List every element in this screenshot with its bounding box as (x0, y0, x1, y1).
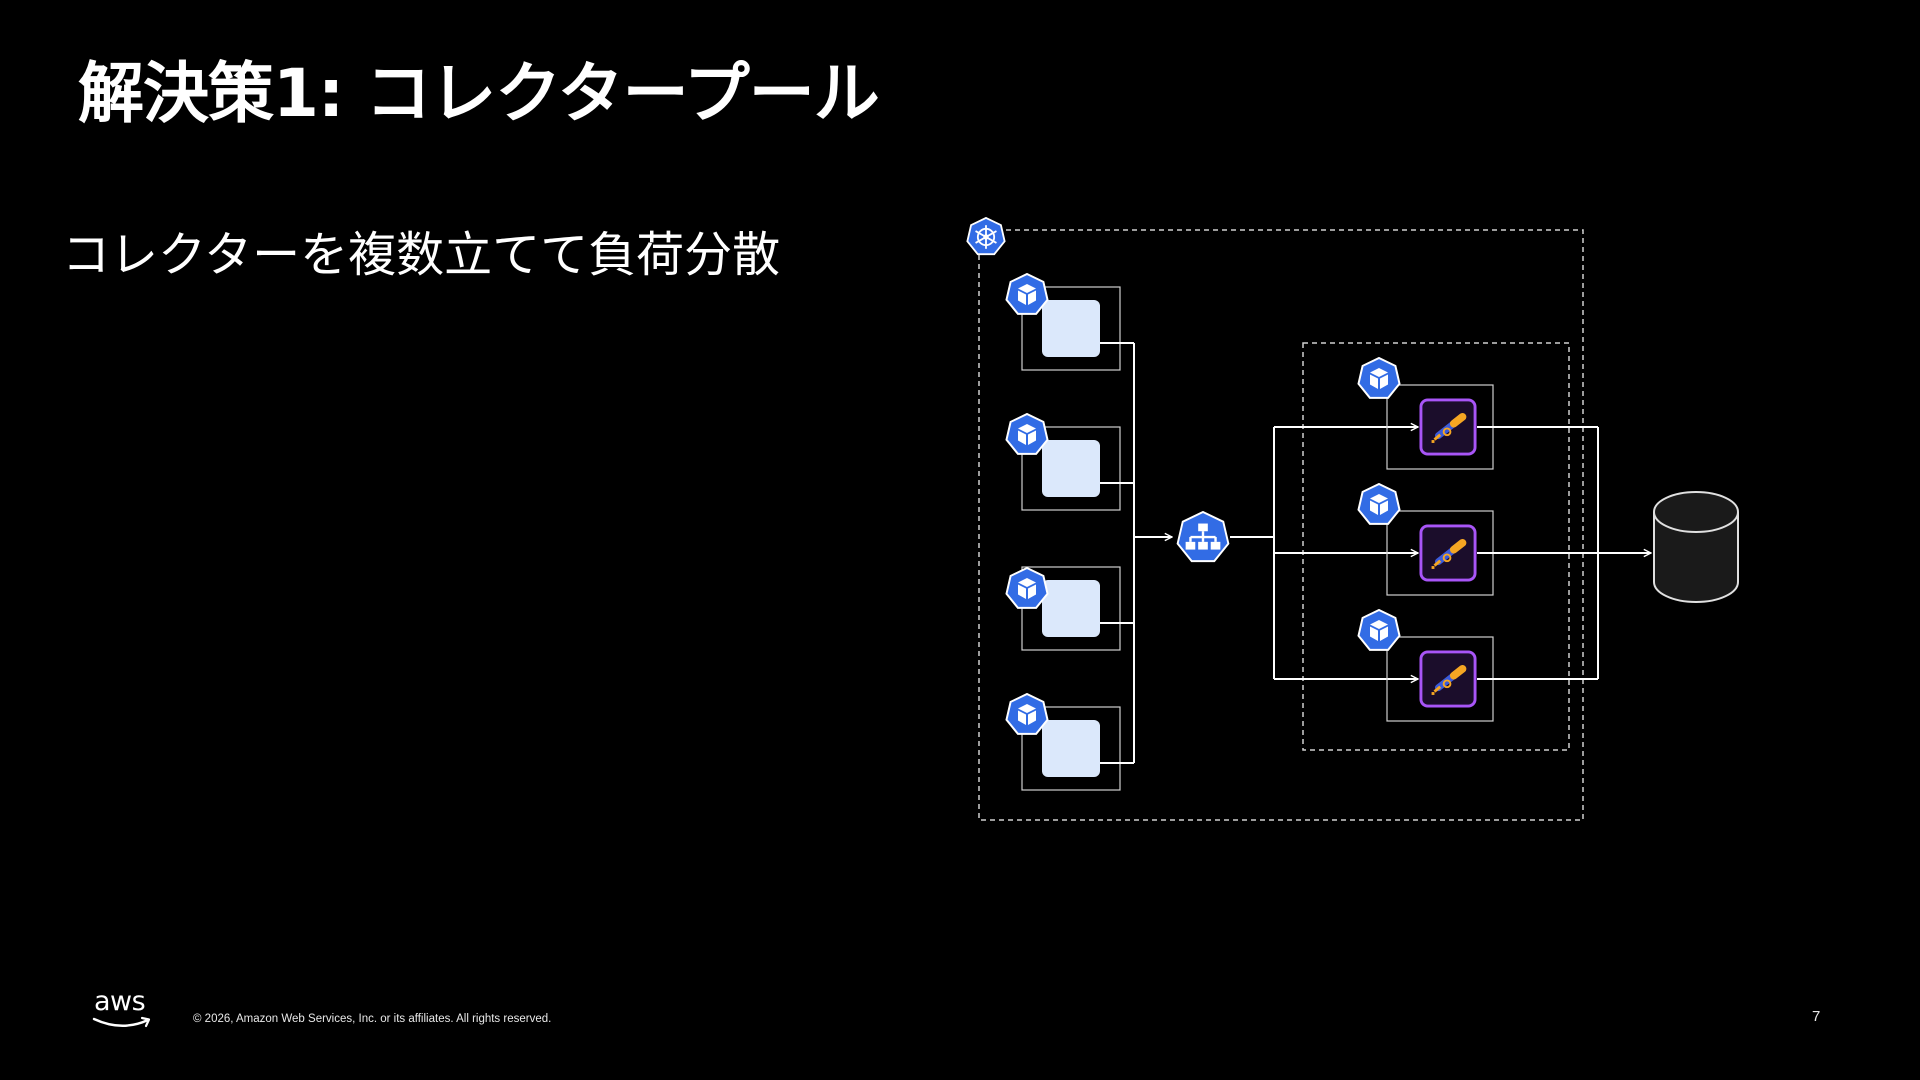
source-pod (1005, 693, 1121, 791)
aws-logo-text: aws (94, 986, 146, 1017)
source-pod (1005, 273, 1121, 371)
pod-icon (1005, 567, 1049, 609)
aws-logo: aws (92, 986, 156, 1034)
slide-title: 解決策1: コレクタープール (78, 55, 880, 132)
source-connectors (1100, 342, 1172, 764)
load-balancer-icon (1176, 511, 1230, 563)
page-number: 7 (1812, 1008, 1821, 1025)
database-cylinder-icon (1653, 491, 1739, 603)
source-pod (1005, 566, 1121, 651)
pod-icon (1005, 693, 1049, 735)
telescope-icon (1421, 652, 1475, 706)
collector-connectors (1230, 427, 1418, 679)
collector-pool-boundary (1302, 342, 1570, 751)
app-container (1042, 580, 1100, 637)
collector-pod (1357, 609, 1494, 722)
pod-icon (1357, 357, 1401, 399)
pod-icon (1357, 609, 1401, 651)
app-container (1042, 300, 1100, 357)
app-container (1042, 440, 1100, 497)
collector-pod (1357, 357, 1494, 470)
bullet-text: コレクターを複数立てて負荷分散 (62, 227, 781, 283)
telescope-icon (1421, 400, 1475, 454)
pod-icon (1357, 483, 1401, 525)
smile-arrow-icon (92, 1016, 151, 1028)
copyright-text: © 2026, Amazon Web Services, Inc. or its… (193, 1013, 552, 1025)
pod-icon (1005, 273, 1049, 315)
cluster-boundary (978, 229, 1584, 821)
app-container (1042, 720, 1100, 777)
source-pod (1005, 413, 1121, 511)
pod-icon (1005, 413, 1049, 455)
collector-pod (1357, 483, 1494, 596)
storage-connectors (1477, 426, 1651, 680)
kubernetes-icon (966, 217, 1006, 256)
telescope-icon (1421, 526, 1475, 580)
